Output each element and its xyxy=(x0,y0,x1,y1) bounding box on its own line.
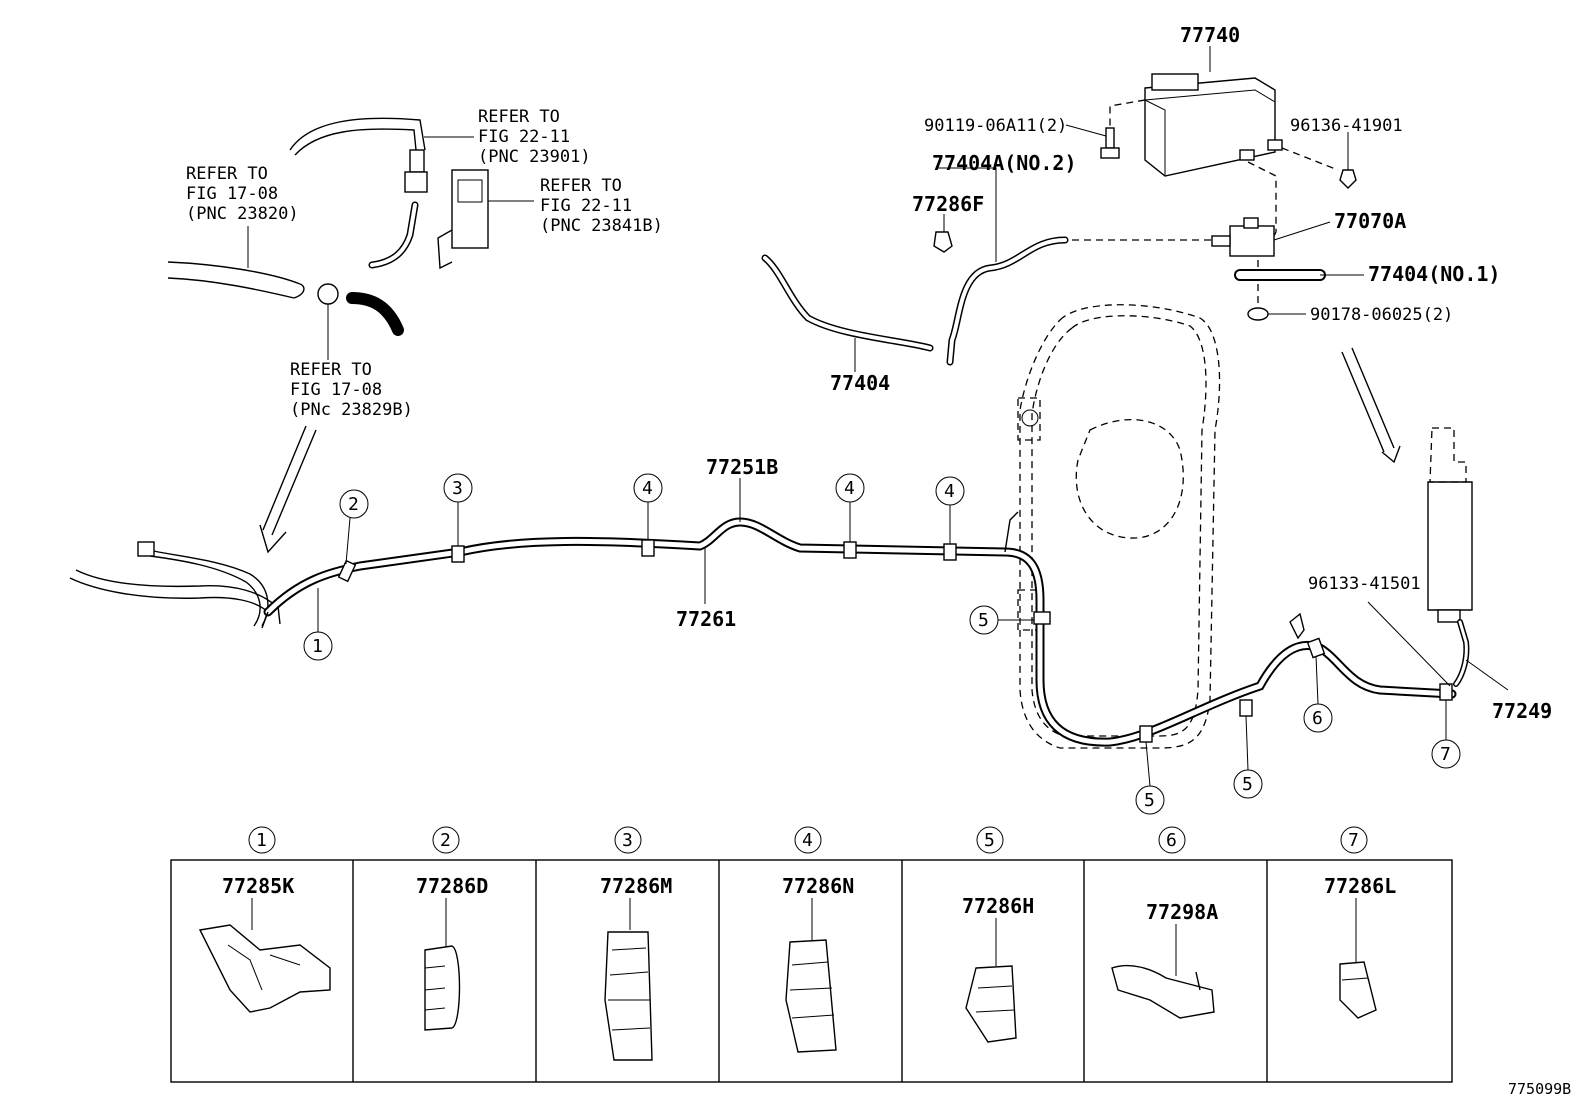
callout-1: 1 xyxy=(303,631,333,661)
clip-77286F xyxy=(933,214,953,253)
callout-leaders xyxy=(317,502,1447,787)
label-90119: 90119-06A11(2) xyxy=(924,116,1067,136)
clip-90178 xyxy=(1247,307,1306,321)
fuel-lines-77251B-77261 xyxy=(69,478,1457,747)
callout-4b: 4 xyxy=(835,473,865,503)
callout-7: 7 xyxy=(1431,739,1461,769)
figure-id: 775099B xyxy=(1508,1080,1571,1098)
svg-text:4: 4 xyxy=(944,481,955,502)
svg-text:REFER TO: REFER TO xyxy=(478,107,560,127)
svg-text:77286N: 77286N xyxy=(782,874,854,898)
svg-text:5: 5 xyxy=(1242,774,1253,795)
svg-text:7: 7 xyxy=(1440,744,1451,765)
svg-text:2: 2 xyxy=(440,830,451,851)
arrow-down-right xyxy=(1341,347,1401,464)
label-77404: 77404 xyxy=(830,371,890,395)
label-96136: 96136-41901 xyxy=(1290,116,1403,136)
svg-text:REFER TO: REFER TO xyxy=(540,176,622,196)
svg-text:3: 3 xyxy=(452,478,463,499)
svg-text:7: 7 xyxy=(1348,830,1359,851)
callout-5b: 5 xyxy=(1135,785,1165,815)
svg-text:REFER TO: REFER TO xyxy=(186,164,268,184)
table-col-2: 2 77286D xyxy=(416,826,488,1031)
filler-pipe-23820 xyxy=(167,226,305,299)
label-77070A: 77070A xyxy=(1334,209,1406,233)
bolt-90119 xyxy=(1065,124,1120,159)
label-96133: 96133-41501 xyxy=(1308,574,1421,594)
nut-96136 xyxy=(1339,132,1357,189)
canister-side-view xyxy=(1367,427,1509,691)
table-col-5: 5 77286H xyxy=(962,826,1034,1043)
hose-77404 xyxy=(761,254,934,372)
svg-text:REFER TO: REFER TO xyxy=(290,360,372,380)
ref-text-23829B: REFER TO FIG 17-08 (PNc 23829B) xyxy=(290,360,413,420)
svg-text:4: 4 xyxy=(802,830,813,851)
callout-circles: 1 2 3 4 4 4 5 5 5 6 7 xyxy=(303,473,1461,815)
svg-text:77286M: 77286M xyxy=(600,874,672,898)
svg-text:FIG 17-08: FIG 17-08 xyxy=(290,380,382,400)
svg-text:(PNC 23901): (PNC 23901) xyxy=(478,147,591,167)
svg-text:77286L: 77286L xyxy=(1324,874,1396,898)
svg-text:4: 4 xyxy=(844,478,855,499)
label-77740: 77740 xyxy=(1180,23,1240,47)
table-col-6: 6 77298A xyxy=(1111,826,1218,1019)
callout-4a: 4 xyxy=(633,473,663,503)
svg-text:2: 2 xyxy=(348,494,359,515)
svg-text:3: 3 xyxy=(622,830,633,851)
svg-text:5: 5 xyxy=(984,830,995,851)
svg-text:FIG 22-11: FIG 22-11 xyxy=(540,196,632,216)
label-77286F: 77286F xyxy=(912,192,984,216)
vsv-77070A xyxy=(1211,217,1331,257)
svg-text:77298A: 77298A xyxy=(1146,900,1218,924)
svg-text:6: 6 xyxy=(1166,830,1177,851)
svg-text:77285K: 77285K xyxy=(222,874,294,898)
svg-text:FIG 17-08: FIG 17-08 xyxy=(186,184,278,204)
clamp-table: 1 77285K 2 77286D 3 77286M 4 77286N xyxy=(170,826,1453,1083)
label-77261: 77261 xyxy=(676,607,736,631)
arrow-down-left-1 xyxy=(259,425,317,554)
table-col-1: 1 77285K xyxy=(198,826,331,1013)
svg-text:1: 1 xyxy=(256,830,267,851)
svg-text:(PNC 23820): (PNC 23820) xyxy=(186,204,299,224)
hose-clamp-23829B xyxy=(317,283,404,360)
label-77404A: 77404A(NO.2) xyxy=(932,151,1077,175)
callout-5a: 5 xyxy=(969,605,999,635)
callout-4c: 4 xyxy=(935,476,965,506)
label-77249: 77249 xyxy=(1492,699,1552,723)
ref-text-23901: REFER TO FIG 22-11 (PNC 23901) xyxy=(424,107,591,167)
table-col-7: 7 77286L xyxy=(1324,826,1396,1019)
svg-text:5: 5 xyxy=(1144,790,1155,811)
svg-text:5: 5 xyxy=(978,610,989,631)
svg-text:77286H: 77286H xyxy=(962,894,1034,918)
svg-text:4: 4 xyxy=(642,478,653,499)
svg-text:(PNC 23841B): (PNC 23841B) xyxy=(540,216,663,236)
line-clamps xyxy=(337,539,1453,743)
table-col-4: 4 77286N xyxy=(782,826,854,1053)
callout-6: 6 xyxy=(1303,703,1333,733)
charcoal-canister-77740 xyxy=(1144,46,1283,177)
callout-3: 3 xyxy=(443,473,473,503)
ref-text-23841B: REFER TO FIG 22-11 (PNC 23841B) xyxy=(540,176,663,236)
table-col-3: 3 77286M xyxy=(600,826,672,1061)
label-77404-no1: 77404(NO.1) xyxy=(1368,262,1500,286)
valve-bracket-23841B xyxy=(437,169,534,270)
label-77251B: 77251B xyxy=(706,455,778,479)
svg-text:(PNc 23829B): (PNc 23829B) xyxy=(290,400,413,420)
callout-5c: 5 xyxy=(1233,769,1263,799)
svg-text:FIG 22-11: FIG 22-11 xyxy=(478,127,570,147)
filler-hose-upper xyxy=(289,117,428,269)
svg-text:6: 6 xyxy=(1312,708,1323,729)
svg-text:1: 1 xyxy=(312,636,323,657)
fuel-tank-outline xyxy=(1017,304,1221,749)
ref-text-23820: REFER TO FIG 17-08 (PNC 23820) xyxy=(186,164,299,224)
label-90178: 90178-06025(2) xyxy=(1310,305,1453,325)
callout-2: 2 xyxy=(339,489,369,519)
svg-text:77286D: 77286D xyxy=(416,874,488,898)
hose-77404A-no2 xyxy=(938,167,1069,366)
